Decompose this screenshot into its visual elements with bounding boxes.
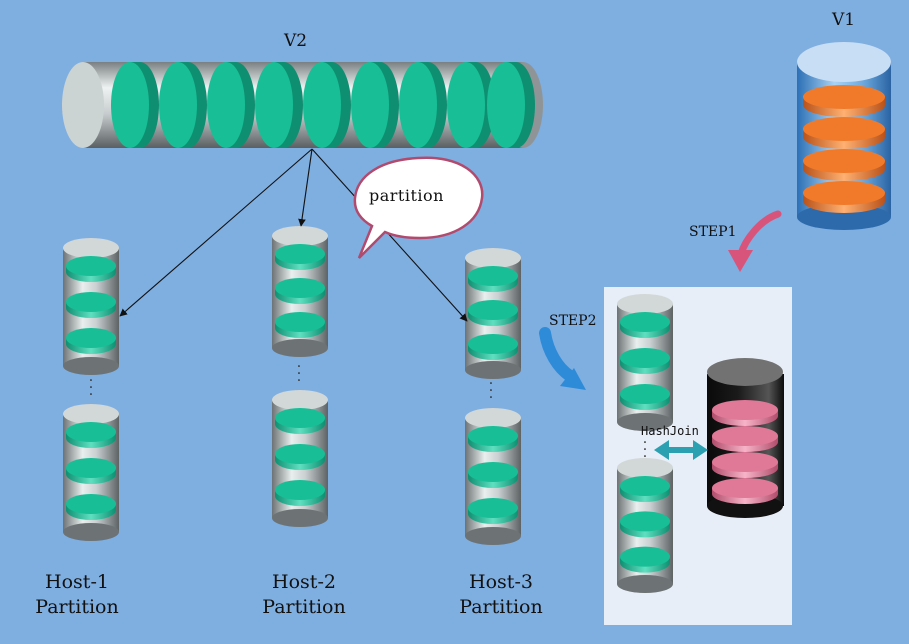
teal-disk <box>275 244 325 270</box>
orange-disk <box>803 117 885 149</box>
v2-disk <box>207 62 255 148</box>
partition-callout <box>353 156 484 259</box>
host3-label: Host-3 Partition <box>436 570 566 620</box>
partition-cylinder-5 <box>465 248 521 379</box>
teal-disk <box>275 408 325 434</box>
teal-disk <box>66 292 116 318</box>
step1-arrow <box>728 210 782 272</box>
step2-arrow <box>539 327 586 390</box>
host1-label: Host-1 Partition <box>12 570 142 620</box>
join-cylinder-2 <box>617 458 673 593</box>
v2-disk <box>351 62 399 148</box>
teal-disk <box>66 328 116 354</box>
ellipsis-join: · · · <box>642 435 648 465</box>
teal-disk <box>468 334 518 360</box>
v2-label: V2 <box>284 31 308 51</box>
teal-disk <box>275 480 325 506</box>
partition-cylinder-4 <box>272 390 328 527</box>
host1-name: Host-1 <box>45 571 109 593</box>
v2-disk <box>487 62 535 148</box>
ellipsis-host1: · · · <box>88 373 94 403</box>
arrow-to-host1 <box>119 148 313 317</box>
teal-disk <box>620 312 670 338</box>
teal-disk <box>468 426 518 452</box>
v2-disk <box>399 62 447 148</box>
v2-disk <box>159 62 207 148</box>
pink-disk <box>712 426 778 452</box>
v2-disk <box>111 62 159 148</box>
step2-label: STEP2 <box>549 313 597 329</box>
teal-disk <box>468 266 518 292</box>
orange-disk <box>803 85 885 117</box>
teal-disk <box>468 300 518 326</box>
teal-disk <box>620 384 670 410</box>
partition-cylinder-3 <box>272 226 328 357</box>
pink-disk <box>712 478 778 504</box>
host2-label: Host-2 Partition <box>239 570 369 620</box>
teal-disk <box>66 422 116 448</box>
ellipsis-host2: · · · <box>296 359 302 389</box>
teal-disk <box>468 462 518 488</box>
v1-label: V1 <box>832 10 856 30</box>
teal-disk <box>620 348 670 374</box>
teal-disk <box>66 494 116 520</box>
teal-disk <box>620 546 670 573</box>
partition-cylinder-1 <box>63 238 119 375</box>
ellipsis-host3: · · · <box>488 376 494 406</box>
v2-disk <box>303 62 351 148</box>
host3-sub: Partition <box>459 596 543 618</box>
host3-name: Host-3 <box>469 571 533 593</box>
teal-disk <box>66 458 116 484</box>
teal-disk <box>66 256 116 282</box>
teal-disk <box>275 312 325 338</box>
step1-label: STEP1 <box>689 224 737 240</box>
teal-disk <box>275 444 325 470</box>
orange-disk <box>803 181 885 213</box>
black-cylinder <box>707 358 784 518</box>
join-cylinder-1 <box>617 294 673 431</box>
arrow-to-host2 <box>298 148 313 227</box>
host1-sub: Partition <box>35 596 119 618</box>
callout-text: partition <box>369 186 444 205</box>
hashjoin-arrow <box>654 440 708 460</box>
v1-cylinder <box>797 42 891 230</box>
host2-sub: Partition <box>262 596 346 618</box>
teal-disk <box>275 278 325 304</box>
orange-disk <box>803 149 885 181</box>
hashjoin-label: HashJoin <box>641 424 699 438</box>
teal-disk <box>468 498 518 524</box>
pink-disk <box>712 400 778 426</box>
teal-disk <box>620 476 670 502</box>
v2-cylinder <box>62 62 543 148</box>
teal-disk <box>620 511 670 538</box>
partition-cylinder-6 <box>465 408 521 545</box>
host2-name: Host-2 <box>272 571 336 593</box>
v2-disk <box>255 62 303 148</box>
pink-disk <box>712 452 778 478</box>
v2-disk <box>447 62 495 148</box>
partition-cylinder-2 <box>63 404 119 541</box>
